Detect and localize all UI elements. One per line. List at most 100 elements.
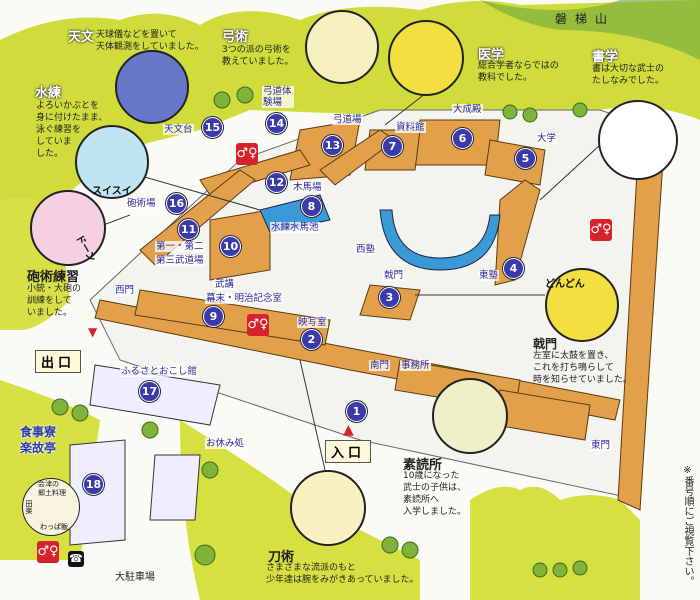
callout-desc-hojutsu: 小銃・大砲の訓練をしていました。 [27, 283, 81, 319]
kyujutsu-illustration [305, 10, 379, 84]
label-nanmon: 南門 [369, 360, 391, 371]
desc-line: よろいかぶとを [36, 101, 100, 111]
label-oyasumidokoro: お休み処 [205, 438, 246, 449]
marker-8[interactable]: 8 [301, 196, 322, 217]
entrance-sign: 入口 [325, 440, 372, 463]
callout-title-sodokusho: 素読所 [403, 458, 443, 473]
tree [522, 107, 538, 123]
callout-desc-igaku: 総合学者ならではの教科でした。 [478, 60, 559, 84]
tree [141, 421, 159, 439]
marker-5[interactable]: 5 [515, 148, 536, 169]
marker-16[interactable]: 16 [166, 193, 187, 214]
callout-title-kyujutsu: 弓術 [222, 30, 249, 45]
callout-title-suiren: 水練 [35, 86, 62, 101]
label-restaurant: 食事寮楽故亭 [20, 424, 56, 456]
marker-6[interactable]: 6 [452, 128, 473, 149]
tree [51, 398, 69, 416]
label-higashimon: 東門 [590, 440, 612, 451]
tojutsu-illustration [290, 470, 366, 546]
desc-line: 10歳になった [403, 471, 460, 481]
callout-title-shogaku: 書学 [592, 50, 619, 65]
label-mokubaba: 木馬場 [292, 182, 323, 193]
label-eishashitsu: 映写室 [297, 317, 328, 328]
callout-desc-kyujutsu: 3つの派の弓術を教えていました。 [222, 44, 294, 68]
marker-14[interactable]: 14 [266, 113, 287, 134]
marker-10[interactable]: 10 [220, 236, 241, 257]
label-wappa: わっぱ飯 [40, 523, 68, 531]
label-tenmondai: 天文台 [163, 124, 194, 135]
tree [381, 536, 399, 554]
marker-4[interactable]: 4 [503, 258, 524, 279]
label-suiren-suibachi: 水練水馬池 [270, 222, 320, 233]
callout-title-tenmon: 天文 [68, 30, 95, 45]
desc-line: 素読所へ [403, 495, 440, 505]
marker-18[interactable]: 18 [83, 474, 104, 495]
callout-title-igaku: 医学 [478, 48, 505, 63]
sound-swim: スイスイ [92, 186, 132, 197]
suiren-illustration [75, 125, 149, 199]
marker-2[interactable]: 2 [301, 329, 322, 350]
building-south-row [134, 289, 331, 346]
marker-13[interactable]: 13 [322, 135, 343, 156]
label-jimusho: 事務所 [400, 360, 431, 371]
stairs [149, 454, 201, 521]
label-higashijuku: 東塾 [478, 270, 500, 281]
tree [552, 562, 568, 578]
marker-11[interactable]: 11 [178, 219, 199, 240]
entrance-arrow-icon: ▲ [343, 422, 354, 438]
tree [201, 461, 219, 479]
marker-15[interactable]: 15 [202, 117, 223, 138]
tree [194, 544, 216, 566]
desc-line: していま [36, 137, 72, 147]
marker-12[interactable]: 12 [266, 172, 287, 193]
text-line: 郷土料理 [38, 489, 66, 497]
tree [572, 102, 588, 118]
desc-line: 総合学者ならではの [478, 61, 559, 71]
callout-title-gekimon: 戟門 [533, 337, 558, 351]
label-buko: 武講 [214, 279, 236, 290]
marker-3[interactable]: 3 [379, 287, 400, 308]
sound-drum: どんどん [545, 279, 585, 290]
desc-line: 書は大切な武士の [592, 64, 665, 74]
exit-sign: 出口 [35, 350, 82, 373]
restroom-icon: ♂♀ [590, 219, 612, 241]
desc-line: 時を知らせていました。 [533, 375, 632, 385]
restaurant-name-1: 食事寮 [20, 425, 57, 439]
label-gekimon: 戟門 [383, 270, 405, 281]
desc-line: これを打ち鳴らして [533, 363, 614, 373]
desc-line: 小銃・大砲の [27, 284, 82, 294]
callout-desc-tojutsu: さまざまな流派のもと少年達は腕をみがきあっていました。 [266, 562, 419, 586]
desc-line: 天体観測をしていました。 [96, 42, 204, 52]
desc-line: 教科でした。 [478, 73, 533, 83]
marker-9[interactable]: 9 [203, 306, 224, 327]
marker-7[interactable]: 7 [382, 136, 403, 157]
callout-title-tojutsu: 刀術 [268, 550, 295, 565]
desc-line: 入学しました。 [403, 507, 467, 517]
restroom-icon: ♂♀ [236, 143, 258, 165]
callout-desc-tenmon: 天球儀などを置いて天体観測をしていました。 [96, 29, 204, 53]
callout-desc-sodokusho: 10歳になった武士の子供は、素読所へ入学しました。 [403, 470, 466, 518]
label-hojutsujo: 砲術場 [126, 198, 157, 209]
shogaku-illustration [598, 100, 678, 180]
marker-1[interactable]: 1 [346, 401, 367, 422]
hill-backdrop [0, 0, 700, 210]
desc-line: 訓練をして [27, 296, 72, 306]
callout-desc-suiren: よろいかぶとを身に付けたまま、泳ぐ練習をしていました。 [36, 100, 107, 160]
label-kyodo-ryori: 会津の郷土料理 [38, 480, 66, 498]
desc-line: 3つの派の弓術を [222, 45, 291, 55]
desc-line: 天球儀などを置いて [96, 30, 177, 40]
viewing-order-note: ※番号順にご視覧下さい。 [682, 465, 693, 586]
label-budojo-2: 第三武道場 [155, 255, 205, 266]
desc-line: たしなみでした。 [592, 76, 665, 86]
mountain-name: 磐梯山 [555, 12, 616, 26]
desc-line: 泳ぐ練習を [36, 125, 82, 135]
label-bakumatsu: 幕末・明治記念室 [205, 293, 284, 304]
label-parking: 大駐車場 [115, 572, 155, 583]
field-bottom-right [470, 486, 640, 600]
marker-17[interactable]: 17 [139, 381, 160, 402]
label-nishimon: 西門 [114, 285, 136, 296]
label-dengaku: 田楽 [25, 500, 33, 514]
label-furusato: ふるさとおこし館 [120, 366, 199, 377]
hojutsu-illustration [30, 190, 106, 266]
tree [71, 404, 89, 422]
